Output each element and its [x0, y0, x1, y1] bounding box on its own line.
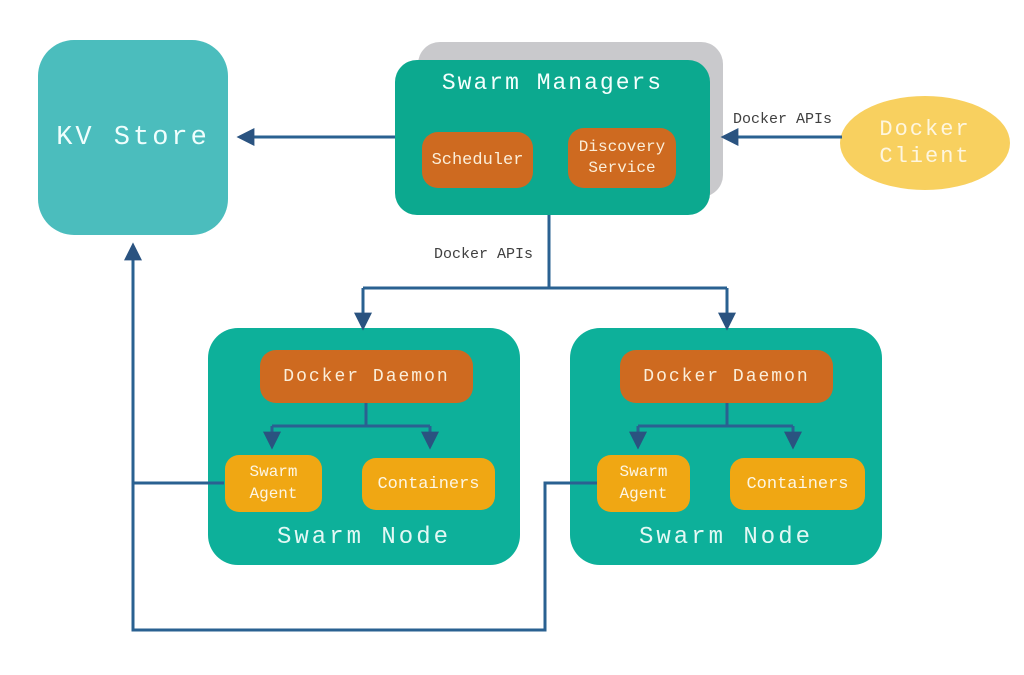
swarm-node-label-right: Swarm Node: [638, 524, 814, 551]
docker-daemon-label: Docker Daemon: [283, 366, 450, 387]
discovery-service-box: Discovery Service: [568, 128, 676, 188]
discovery-service-label: Discovery Service: [578, 138, 666, 177]
docker-daemon-box-right: Docker Daemon: [620, 350, 833, 403]
docker-apis-label-nodes: Docker APIs: [434, 246, 534, 263]
scheduler-box: Scheduler: [422, 132, 533, 188]
swarm-agent-box-left: Swarm Agent: [225, 455, 322, 512]
swarm-node-right: Docker Daemon Swarm Agent Containers Swa…: [570, 328, 882, 565]
docker-apis-label-client: Docker APIs: [733, 111, 833, 128]
docker-client-label: Docker Client: [879, 116, 971, 170]
swarm-node-left: Docker Daemon Swarm Agent Containers Swa…: [208, 328, 520, 565]
swarm-agent-label: Swarm Agent: [249, 462, 298, 503]
swarm-node-label-left: Swarm Node: [276, 524, 452, 551]
swarm-managers-box: Swarm Managers Scheduler Discovery Servi…: [395, 60, 710, 215]
containers-label: Containers: [377, 474, 480, 494]
swarm-managers-title: Swarm Managers: [441, 70, 664, 96]
swarm-agent-label: Swarm Agent: [619, 462, 668, 503]
swarm-agent-box-right: Swarm Agent: [597, 455, 690, 512]
docker-daemon-box-left: Docker Daemon: [260, 350, 473, 403]
kv-store-box: KV Store: [38, 40, 228, 235]
docker-client-ellipse: Docker Client: [840, 96, 1010, 190]
containers-box-left: Containers: [362, 458, 495, 510]
scheduler-label: Scheduler: [431, 150, 524, 170]
containers-box-right: Containers: [730, 458, 865, 510]
kv-store-label: KV Store: [56, 122, 210, 153]
docker-daemon-label: Docker Daemon: [643, 366, 810, 387]
containers-label: Containers: [746, 474, 849, 494]
